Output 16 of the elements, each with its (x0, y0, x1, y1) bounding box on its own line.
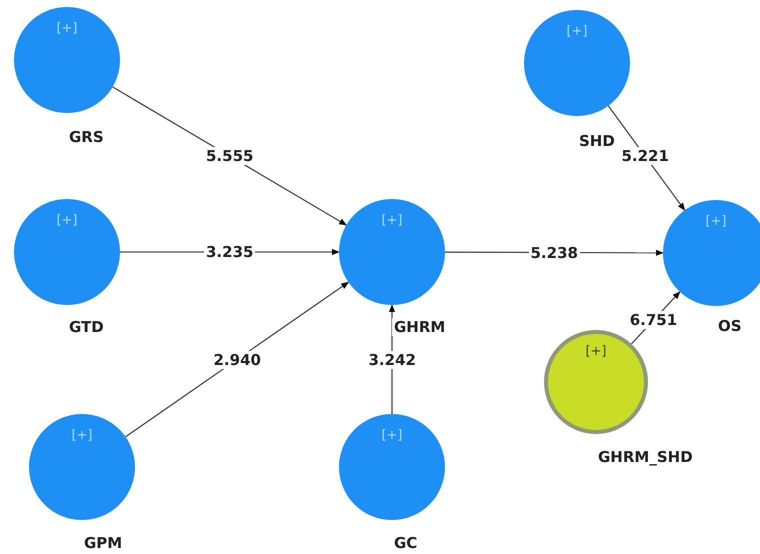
expand-marker: [+] (56, 213, 78, 228)
path-arrow (125, 282, 350, 438)
expand-marker: [+] (705, 214, 727, 229)
path-coefficient: 3.242 (366, 350, 418, 368)
path-coefficient: 6.751 (628, 311, 680, 330)
expand-marker: [+] (381, 213, 403, 228)
path-arrow (112, 86, 348, 226)
path-coefficient: 2.940 (212, 350, 263, 368)
expand-marker: [+] (585, 344, 607, 359)
expand-marker: [+] (71, 428, 93, 443)
path-coefficient: 5.555 (204, 147, 256, 165)
construct-label: GHRM_SHD (596, 448, 695, 466)
path-coefficient: 5.238 (528, 244, 580, 262)
expand-marker: [+] (381, 428, 403, 443)
expand-marker: [+] (566, 24, 588, 39)
expand-marker: [+] (56, 21, 78, 36)
